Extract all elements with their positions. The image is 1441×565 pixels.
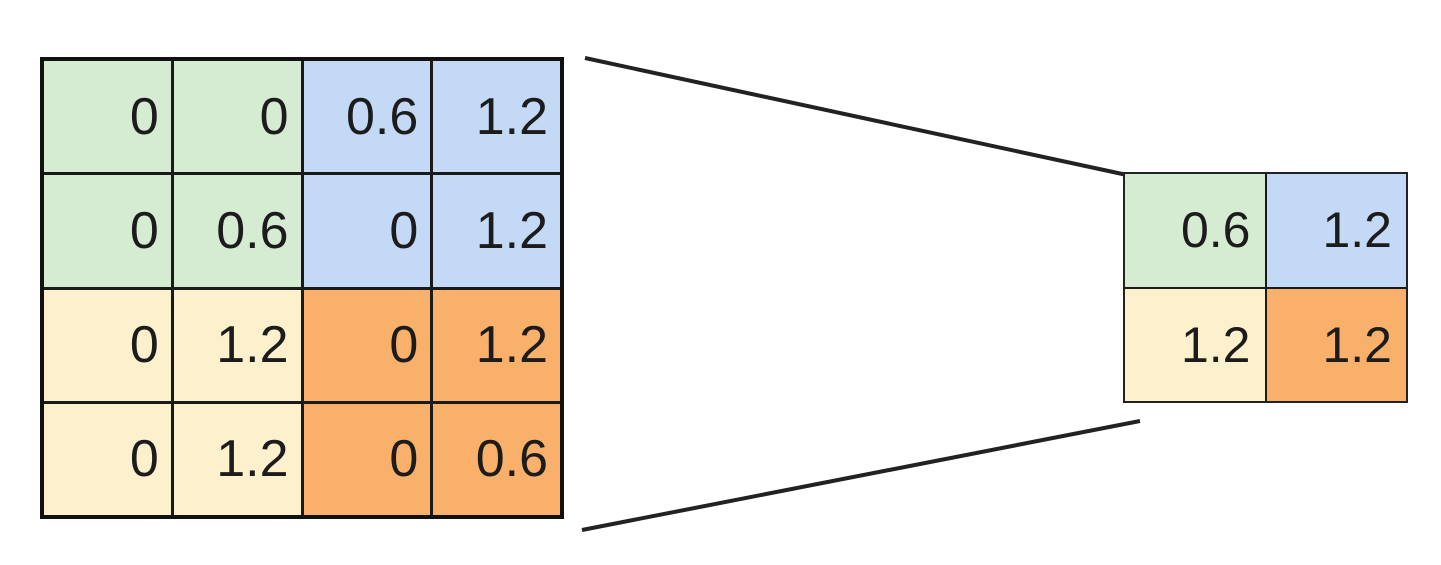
input-cell-r1c1: 0 (44, 61, 171, 173)
input-cell-r3c3: 0 (303, 289, 431, 401)
output-cell-r1c1: 0.6 (1125, 174, 1265, 287)
input-cell-r2c3: 0 (303, 175, 431, 287)
input-cell-r3c2: 1.2 (173, 289, 301, 401)
input-cell-r4c3: 0 (303, 403, 431, 515)
input-cell-r1c3: 0.6 (303, 61, 431, 173)
input-cell-r4c4: 0.6 (433, 403, 560, 515)
input-cell-r2c1: 0 (44, 175, 171, 287)
input-cell-r4c2: 1.2 (173, 403, 301, 515)
input-cell-r2c2: 0.6 (173, 175, 301, 287)
input-cell-r4c1: 0 (44, 403, 171, 515)
input-cell-r3c1: 0 (44, 289, 171, 401)
input-cell-r2c4: 1.2 (433, 175, 560, 287)
output-cell-r1c2: 1.2 (1266, 174, 1406, 287)
input-cell-r1c4: 1.2 (433, 61, 560, 173)
top-connector-line (584, 56, 1128, 177)
input-cell-r3c4: 1.2 (433, 289, 560, 401)
input-cell-r1c2: 0 (173, 61, 301, 173)
bottom-connector-line (581, 419, 1141, 532)
output-cell-r2c1: 1.2 (1125, 288, 1265, 401)
output-cell-r2c2: 1.2 (1266, 288, 1406, 401)
